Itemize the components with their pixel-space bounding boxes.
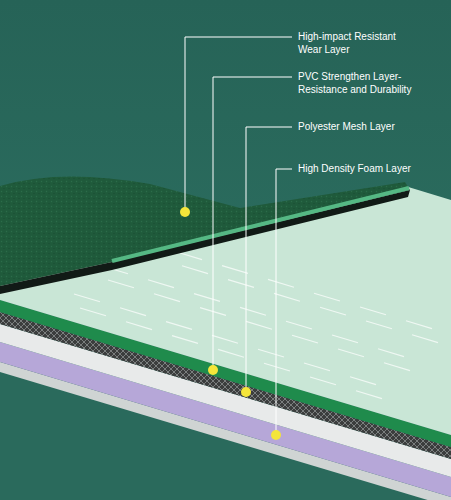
callout-label: High Density Foam Layer xyxy=(298,162,438,175)
plank-line xyxy=(182,266,208,274)
plank-line xyxy=(148,280,174,288)
plank-line xyxy=(264,363,290,371)
wear-layer-underside xyxy=(0,190,410,294)
callout-dot xyxy=(180,207,190,217)
plank-line xyxy=(384,363,410,371)
leader-line xyxy=(246,127,292,392)
plank-line xyxy=(366,321,392,329)
callout-dot xyxy=(208,365,218,375)
plank-line xyxy=(108,280,134,288)
callout-label: High-impact Resistant Wear Layer xyxy=(298,30,402,56)
plank-line xyxy=(228,280,254,288)
plank-line xyxy=(126,322,152,330)
plank-line xyxy=(406,321,432,329)
plank-line xyxy=(212,335,238,343)
plank-line xyxy=(286,321,312,329)
plank-line xyxy=(268,279,294,287)
plank-line xyxy=(304,363,330,371)
plank-line xyxy=(320,307,346,315)
plank-line xyxy=(350,377,376,385)
plank-line xyxy=(314,293,340,301)
plank-line xyxy=(80,308,106,316)
plank-line xyxy=(360,307,386,315)
plank-line xyxy=(194,294,220,302)
plank-line xyxy=(378,349,404,357)
plank-line xyxy=(412,335,438,343)
plank-line xyxy=(154,294,180,302)
callout-label: PVC Strengthen Layer- Resistance and Dur… xyxy=(298,70,428,96)
plank-line xyxy=(166,322,192,330)
plank-lines xyxy=(74,252,438,399)
plank-line xyxy=(274,293,300,301)
wear-layer xyxy=(0,176,410,286)
plank-line xyxy=(172,336,198,344)
callout-dot xyxy=(241,387,251,397)
plank-line xyxy=(246,321,272,329)
wear-layer-edge xyxy=(112,188,409,261)
plank-line xyxy=(222,266,248,274)
plank-line xyxy=(240,307,266,315)
plank-line xyxy=(338,349,364,357)
plank-line xyxy=(74,294,100,302)
leader-lines xyxy=(185,37,292,435)
plank-line xyxy=(218,349,244,357)
callout-dot xyxy=(271,430,281,440)
callout-label: Polyester Mesh Layer xyxy=(298,120,438,133)
plank-line xyxy=(292,335,318,343)
callout-dots xyxy=(180,207,281,440)
leader-line xyxy=(276,169,292,435)
plank-line xyxy=(356,391,382,399)
plank-line xyxy=(310,377,336,385)
plank-line xyxy=(332,335,358,343)
leader-line xyxy=(213,77,292,370)
plank-line xyxy=(120,308,146,316)
plank-line xyxy=(258,349,284,357)
